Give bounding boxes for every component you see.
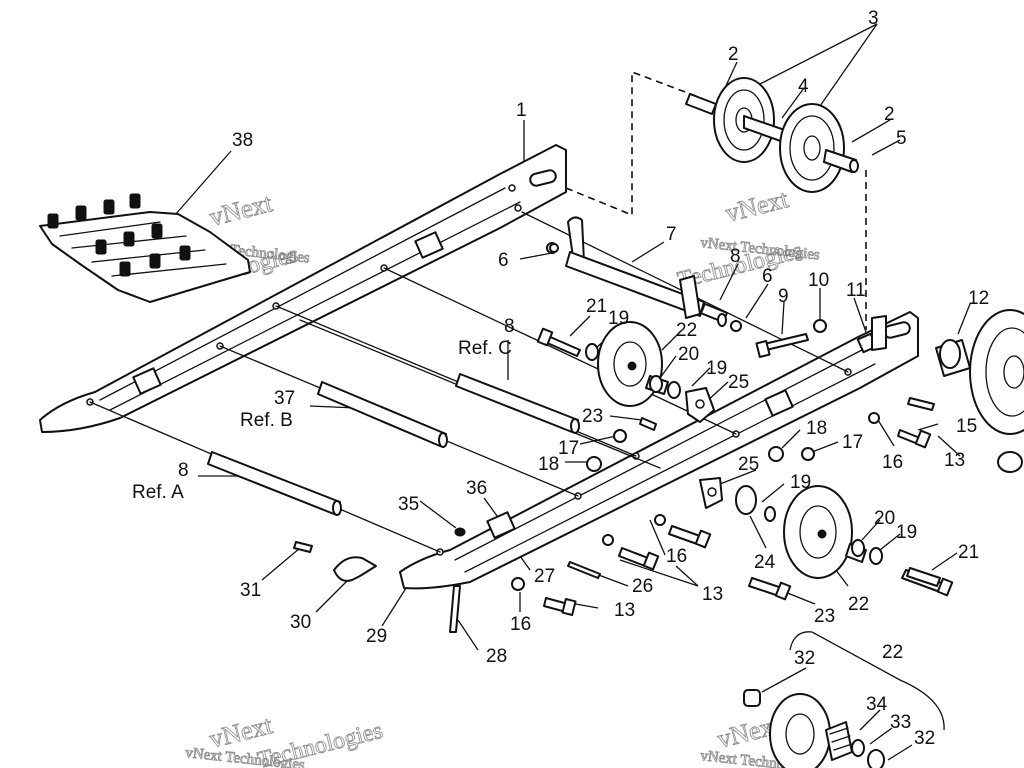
- callout-30: 30: [290, 612, 311, 633]
- callout-35: 35: [398, 494, 419, 515]
- rod-ref-a: [207, 451, 342, 516]
- callout-16: 16: [666, 546, 687, 567]
- callout-36: 36: [466, 478, 487, 499]
- callout-13: 13: [944, 450, 965, 471]
- watermark-text: vNext: [722, 184, 791, 228]
- callout-ref-a: Ref. A: [132, 482, 184, 503]
- watermark-top-right: vNext vNext Technologies Technologies: [675, 184, 821, 295]
- callout-23: 23: [814, 606, 835, 627]
- callout-21: 21: [586, 296, 607, 317]
- callout-8: 8: [730, 246, 741, 267]
- rod-ref-c: [455, 373, 580, 434]
- callout-17: 17: [842, 432, 863, 453]
- callout-34: 34: [866, 694, 888, 715]
- callout-12: 12: [968, 288, 989, 309]
- callout-16: 16: [882, 452, 903, 473]
- callout-6: 6: [762, 266, 773, 287]
- callout-21: 21: [958, 542, 979, 563]
- left-slide-rail: [39, 144, 567, 433]
- callout-32: 32: [794, 648, 815, 669]
- watermark-text: vNext: [206, 188, 275, 232]
- callout-3: 3: [868, 8, 879, 29]
- idler-wheel-lower: [783, 485, 954, 597]
- callout-24: 24: [754, 552, 776, 573]
- cross-rods: [89, 211, 849, 553]
- callout-6: 6: [498, 250, 509, 271]
- brace-bracket: [871, 315, 887, 351]
- callout-7: 7: [666, 224, 677, 245]
- reference-dashed-lines: [565, 70, 867, 330]
- callout-20: 20: [874, 508, 895, 529]
- callout-2: 2: [884, 104, 895, 125]
- watermark-bottom-left: vNext vNext Technologies Technologies: [184, 710, 386, 768]
- callout-25: 25: [728, 372, 749, 393]
- idler-wheel-upper: [536, 321, 681, 407]
- callout-9: 9: [778, 286, 789, 307]
- callout-25: 25: [738, 454, 759, 475]
- idler-wheel-detail: [743, 689, 885, 768]
- callout-27: 27: [534, 566, 555, 587]
- rear-wheel-right: [935, 309, 1024, 473]
- watermark-text: Technologies: [255, 718, 385, 768]
- callout-26: 26: [632, 576, 653, 597]
- callout-4: 4: [798, 76, 809, 97]
- callout-19: 19: [790, 472, 811, 493]
- callout-18: 18: [806, 418, 827, 439]
- upper-arm-shaft: [546, 216, 740, 331]
- callout-23: 23: [582, 406, 603, 427]
- rod-ref-b: [317, 381, 448, 448]
- callout-20: 20: [678, 344, 699, 365]
- callout-2: 2: [728, 44, 739, 65]
- callout-5: 5: [896, 128, 907, 149]
- callout-18: 18: [538, 454, 559, 475]
- callout-22: 22: [676, 320, 697, 341]
- callout-labels: 1 2 2 3 4 5 6 6 7 8 8 Ref. C 9 10 11 12 …: [132, 8, 989, 749]
- leader-lines: [174, 23, 971, 761]
- callout-22: 22: [848, 594, 869, 615]
- callout-22: 22: [882, 642, 903, 663]
- callout-17: 17: [558, 438, 579, 459]
- track-clip-segment: [39, 193, 251, 303]
- pivot-blocks: [685, 387, 776, 522]
- callout-28: 28: [486, 646, 507, 667]
- callout-16: 16: [510, 614, 531, 635]
- callout-32: 32: [914, 728, 935, 749]
- callout-19: 19: [896, 522, 917, 543]
- callout-13: 13: [702, 584, 723, 605]
- callout-8: 8: [504, 316, 515, 337]
- callout-1: 1: [516, 100, 527, 121]
- callout-13: 13: [614, 600, 635, 621]
- callout-38: 38: [232, 130, 253, 151]
- callout-31: 31: [240, 580, 261, 601]
- callout-15: 15: [956, 416, 977, 437]
- callout-ref-c: Ref. C: [458, 338, 512, 359]
- callout-29: 29: [366, 626, 387, 647]
- callout-33: 33: [890, 712, 911, 733]
- callout-19: 19: [608, 308, 629, 329]
- callout-ref-b: Ref. B: [240, 410, 293, 431]
- top-wheel-assembly: [685, 77, 859, 193]
- fasteners: [293, 243, 941, 633]
- callout-8: 8: [178, 460, 189, 481]
- callout-10: 10: [808, 270, 829, 291]
- callout-11: 11: [846, 280, 866, 301]
- callout-37: 37: [274, 388, 295, 409]
- callout-19: 19: [706, 358, 727, 379]
